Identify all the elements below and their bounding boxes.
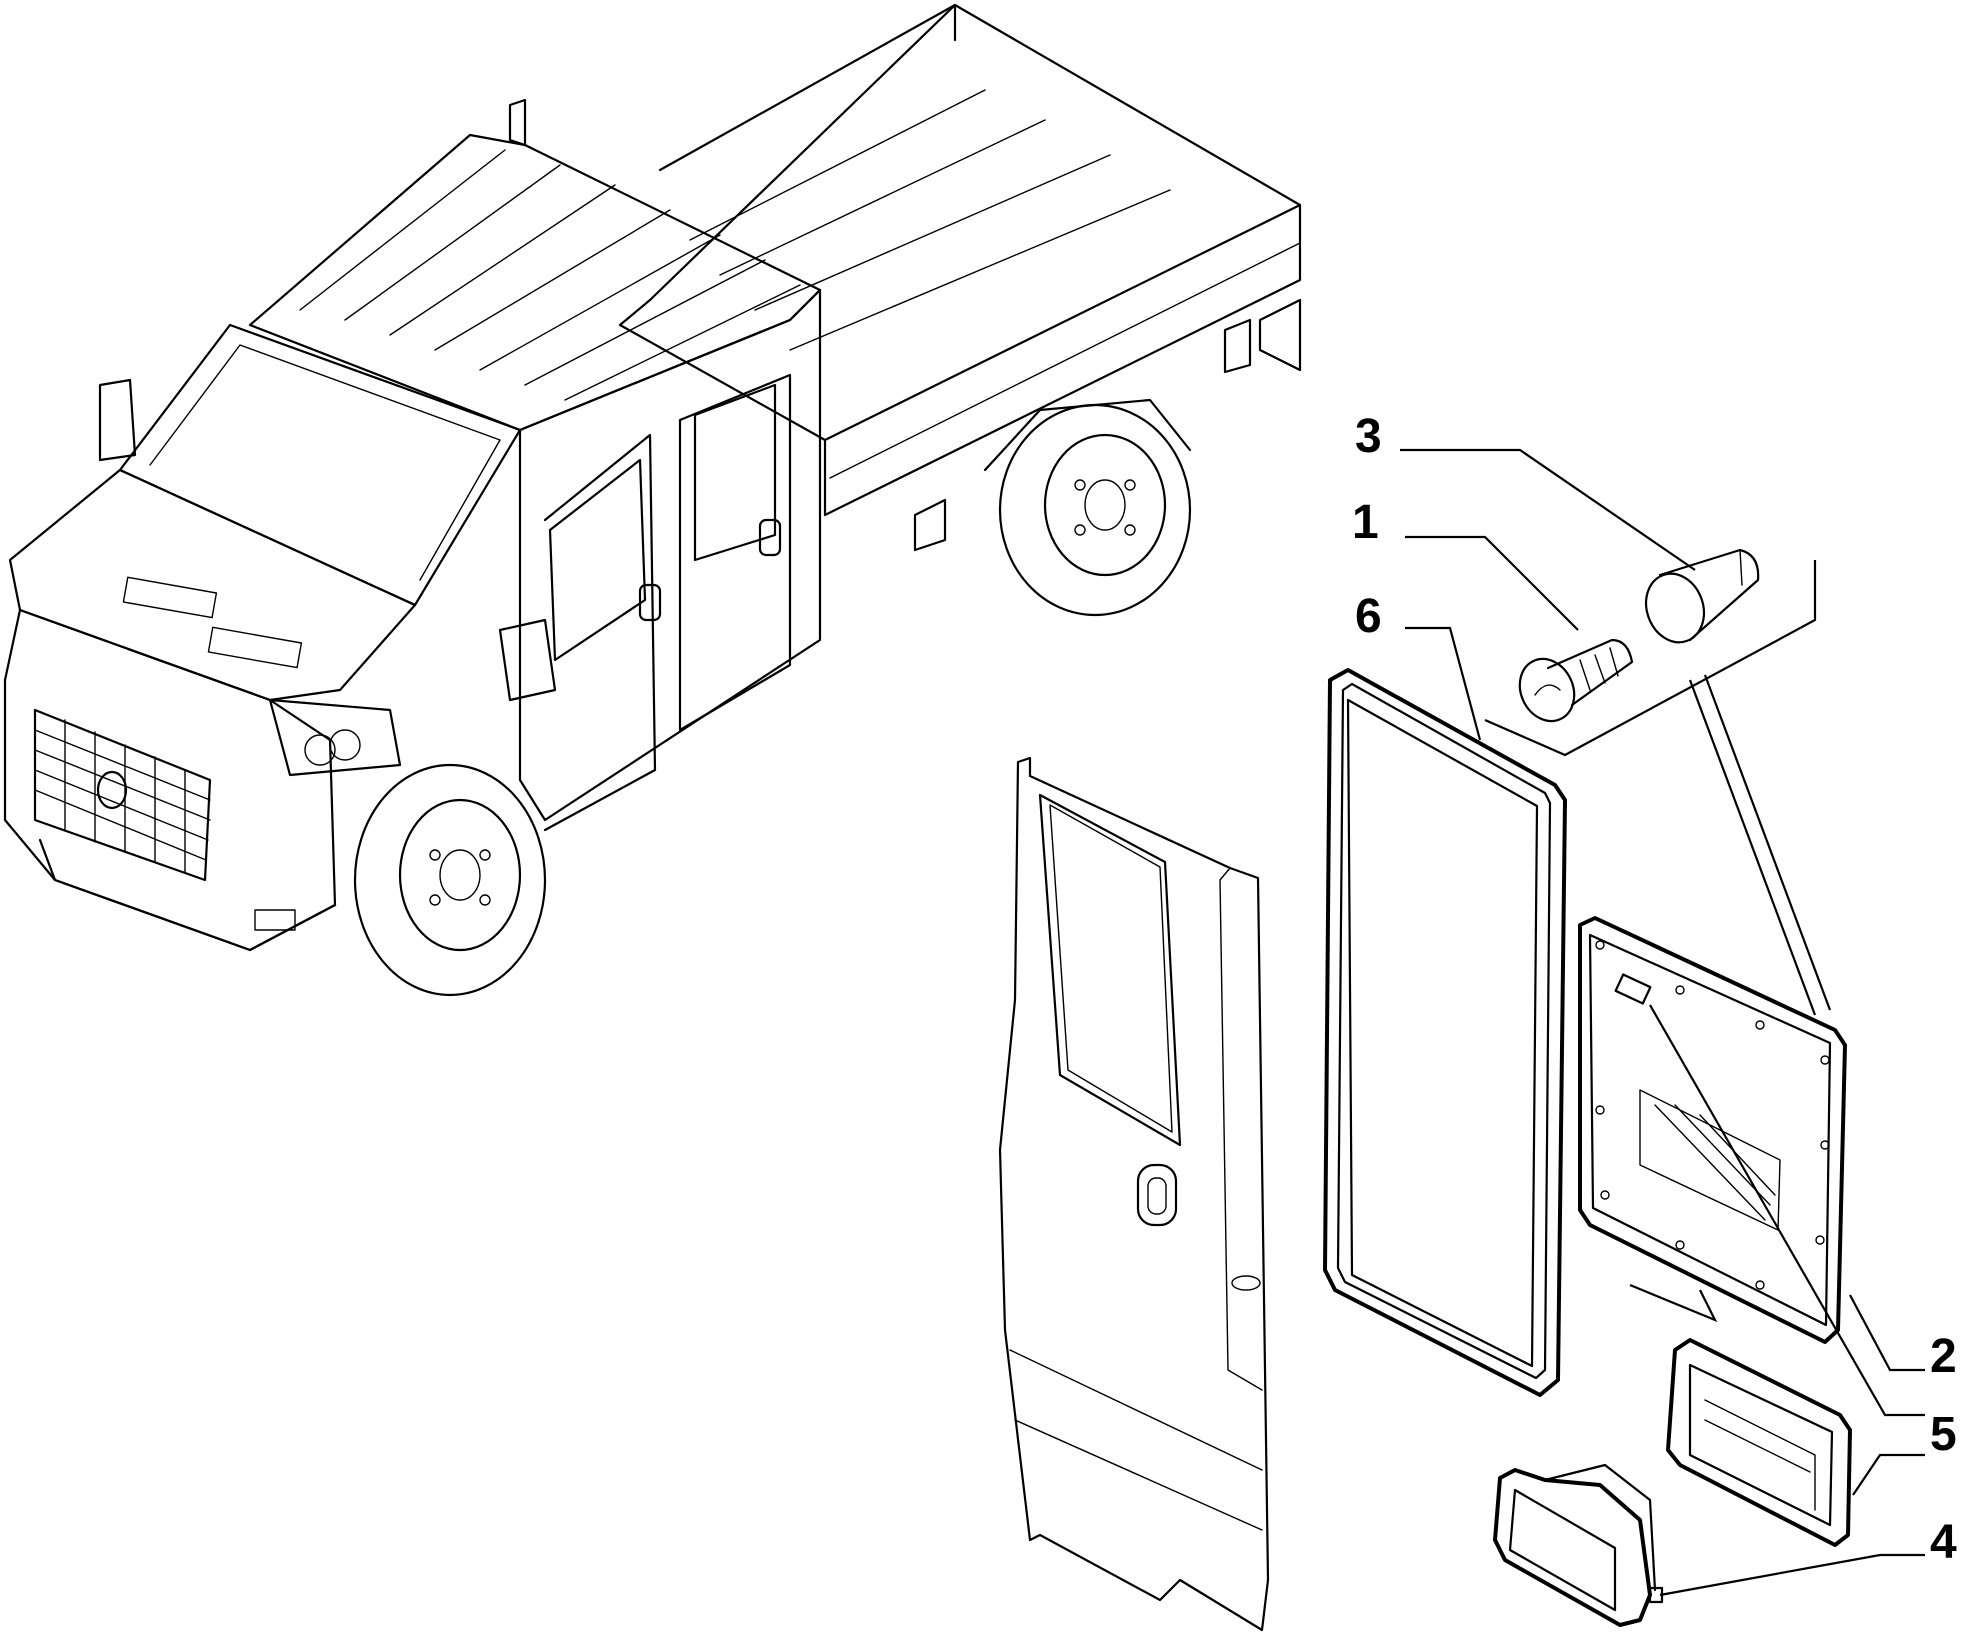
callout-6: 6 (1355, 590, 1382, 643)
truck-front-wheel (353, 763, 547, 997)
callout-1: 1 (1352, 496, 1379, 549)
callout-5: 5 (1930, 1408, 1957, 1461)
leader-lines (1400, 448, 1925, 1597)
truck-rear-wheel (983, 398, 1192, 617)
callout-4: 4 (1930, 1516, 1957, 1569)
part-4-handle-cover (1493, 1463, 1664, 1627)
callout-3: 3 (1355, 410, 1382, 463)
truck-flatbed (618, 3, 1302, 552)
part-5-handle-bezel (1666, 1338, 1852, 1547)
truck-illustration (3, 3, 1302, 997)
part-6-door-glass-seal (1323, 668, 1567, 1397)
callout-labels: 3 1 6 2 5 4 (1352, 410, 1957, 1569)
part-2-trim-panel (1578, 916, 1847, 1344)
part-1-screw (1518, 638, 1634, 723)
part-3-plug (1644, 548, 1760, 644)
callout-2: 2 (1930, 1330, 1957, 1383)
rear-door-panel (998, 756, 1270, 1632)
truck-cab (3, 98, 822, 952)
